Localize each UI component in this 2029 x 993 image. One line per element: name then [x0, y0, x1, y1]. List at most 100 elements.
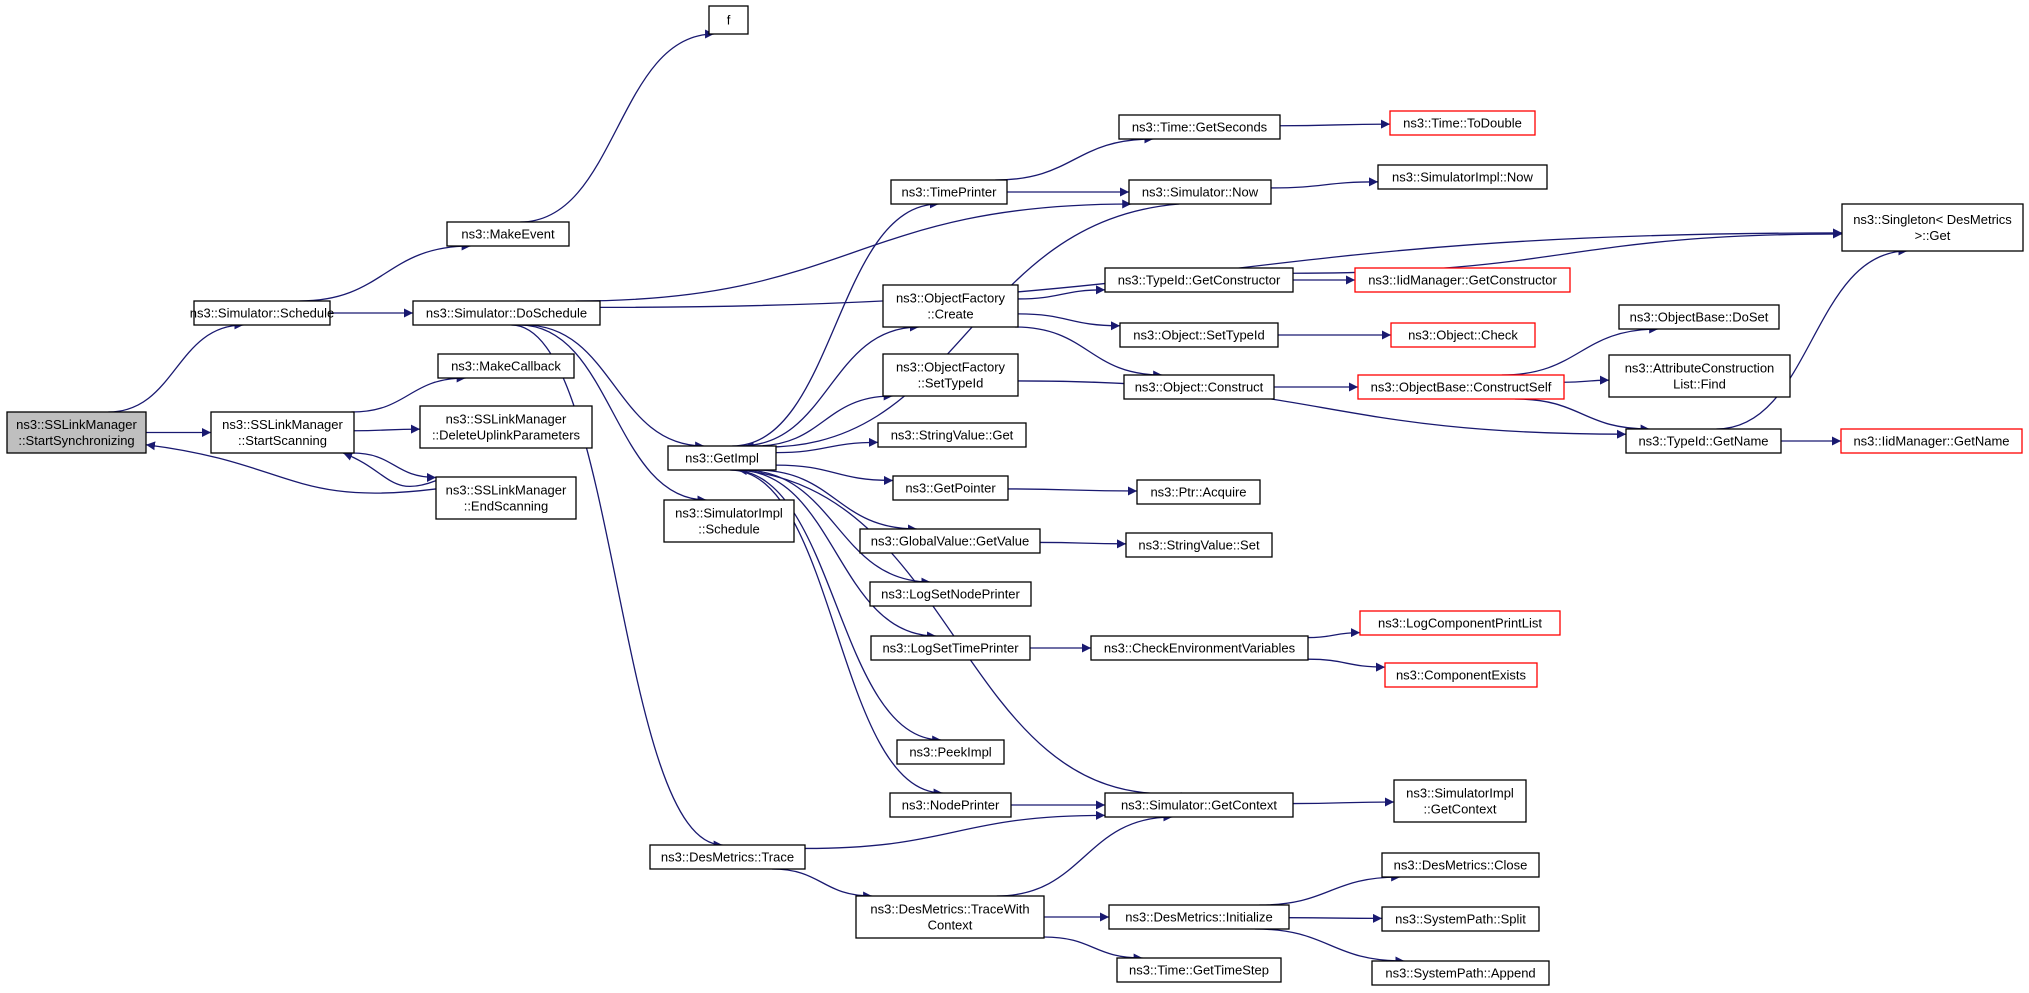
node-simimpl-schedule[interactable]: ns3::SimulatorImpl::Schedule — [663, 499, 795, 543]
node-typeid-getconstructor[interactable]: ns3::TypeId::GetConstructor — [1104, 267, 1294, 293]
edge-start_scanning-to-make_callback — [351, 373, 466, 413]
edge-typeid_getname-to-singleton_get — [1716, 246, 1908, 430]
edge-des_initialize-to-des_close — [1259, 872, 1401, 906]
edge-of_create-to-object_settypeid — [1017, 313, 1121, 331]
node-delete-uplink[interactable]: ns3::SSLinkManager::DeleteUplinkParamete… — [419, 405, 593, 449]
node-object-construct[interactable]: ns3::Object::Construct — [1123, 374, 1275, 400]
node-start-sync[interactable]: ns3::SSLinkManager::StartSynchronizing — [6, 411, 147, 454]
edge-time_printer-to-time_getseconds — [995, 134, 1154, 181]
node-get-pointer[interactable]: ns3::GetPointer — [892, 475, 1009, 501]
node-label: ns3::SimulatorImpl — [675, 506, 783, 521]
node-stringvalue-set[interactable]: ns3::StringValue::Set — [1125, 532, 1273, 558]
node-sim-getcontext[interactable]: ns3::Simulator::GetContext — [1104, 792, 1294, 818]
node-ob-constructself[interactable]: ns3::ObjectBase::ConstructSelf — [1357, 374, 1565, 400]
node-box — [1390, 322, 1536, 348]
node-label: ns3::MakeCallback — [451, 359, 561, 374]
node-time-getseconds[interactable]: ns3::Time::GetSeconds — [1118, 114, 1281, 140]
node-box — [1608, 354, 1791, 398]
edge-line — [744, 203, 1180, 452]
edge-line — [1270, 177, 1379, 189]
node-des-initialize[interactable]: ns3::DesMetrics::Initialize — [1108, 904, 1290, 930]
node-sim-now[interactable]: ns3::Simulator::Now — [1128, 179, 1272, 205]
edge-trace_with_context-to-time_gettimestep — [1043, 936, 1143, 963]
edge-get_impl-to-of_settypeid — [755, 391, 893, 447]
node-box — [1618, 304, 1780, 330]
node-label: ns3::Time::GetTimeStep — [1129, 963, 1269, 978]
node-label: ns3::TypeId::GetConstructor — [1118, 273, 1281, 288]
node-time-todouble[interactable]: ns3::Time::ToDouble — [1389, 110, 1536, 136]
node-schedule[interactable]: ns3::Simulator::Schedule — [190, 300, 335, 326]
edge-layer — [108, 29, 1908, 966]
node-des-close[interactable]: ns3::DesMetrics::Close — [1381, 852, 1540, 878]
node-box — [6, 411, 147, 454]
node-label: ns3::GlobalValue::GetValue — [871, 534, 1030, 549]
edge-start_scanning-to-delete_uplink — [353, 424, 421, 434]
node-of-settypeid[interactable]: ns3::ObjectFactory::SetTypeId — [882, 353, 1019, 397]
node-iid-getconstructor[interactable]: ns3::IidManager::GetConstructor — [1354, 267, 1571, 293]
node-object-check[interactable]: ns3::Object::Check — [1390, 322, 1536, 348]
node-box — [1125, 532, 1273, 558]
node-sp-append[interactable]: ns3::SystemPath::Append — [1371, 960, 1550, 986]
node-log-time-printer[interactable]: ns3::LogSetTimePrinter — [870, 635, 1031, 661]
edge-ob_constructself-to-ob_doset — [1501, 324, 1659, 376]
node-box — [859, 528, 1041, 554]
edge-line — [729, 469, 943, 798]
node-ptr-acquire[interactable]: ns3::Ptr::Acquire — [1136, 479, 1261, 505]
node-label: ns3::GetImpl — [685, 451, 759, 466]
node-label: ns3::ObjectBase::ConstructSelf — [1371, 380, 1552, 395]
node-start-scanning[interactable]: ns3::SSLinkManager::StartScanning — [210, 411, 355, 454]
edge-line — [775, 437, 879, 454]
node-box — [1625, 428, 1782, 454]
node-typeid-getname[interactable]: ns3::TypeId::GetName — [1625, 428, 1782, 454]
node-check-env[interactable]: ns3::CheckEnvironmentVariables — [1090, 635, 1309, 661]
node-des-trace[interactable]: ns3::DesMetrics::Trace — [649, 844, 806, 870]
edge-line — [299, 241, 471, 302]
node-time-gettimestep[interactable]: ns3::Time::GetTimeStep — [1116, 957, 1282, 983]
node-log-node-printer[interactable]: ns3::LogSetNodePrinter — [869, 581, 1032, 607]
node-f[interactable]: f — [708, 5, 749, 35]
node-iid-getname[interactable]: ns3::IidManager::GetName — [1840, 428, 2023, 454]
node-end-scanning[interactable]: ns3::SSLinkManager::EndScanning — [435, 476, 577, 520]
node-of-create[interactable]: ns3::ObjectFactory::Create — [882, 284, 1019, 328]
node-simimpl-getcontext[interactable]: ns3::SimulatorImpl::GetContext — [1393, 779, 1527, 823]
node-box — [1371, 960, 1550, 986]
node-time-printer[interactable]: ns3::TimePrinter — [890, 179, 1008, 205]
node-simimpl-now[interactable]: ns3::SimulatorImpl::Now — [1377, 164, 1548, 190]
edge-get_impl-to-time_printer — [732, 199, 939, 447]
edge-line — [755, 391, 893, 447]
edge-do_schedule-to-simimpl_schedule — [519, 324, 707, 505]
edge-line — [1288, 913, 1383, 923]
node-label: ns3::Simulator::Schedule — [190, 306, 335, 321]
node-label: ns3::Object::SetTypeId — [1133, 328, 1265, 343]
node-label: ns3::Ptr::Acquire — [1150, 485, 1246, 500]
node-do-schedule[interactable]: ns3::Simulator::DoSchedule — [412, 300, 601, 326]
node-label: ns3::Object::Check — [1408, 328, 1518, 343]
node-box — [412, 300, 601, 326]
edge-get_impl-to-log_time_printer — [736, 469, 937, 641]
node-ob-doset[interactable]: ns3::ObjectBase::DoSet — [1618, 304, 1780, 330]
node-stringvalue-get[interactable]: ns3::StringValue::Get — [877, 422, 1027, 448]
node-peek-impl[interactable]: ns3::PeekImpl — [896, 739, 1005, 765]
node-make-callback[interactable]: ns3::MakeCallback — [437, 353, 575, 379]
node-sp-split[interactable]: ns3::SystemPath::Split — [1381, 906, 1540, 932]
node-component-exists[interactable]: ns3::ComponentExists — [1384, 662, 1538, 688]
node-singleton-get[interactable]: ns3::Singleton< DesMetrics >::Get — [1841, 203, 2024, 252]
node-box — [435, 476, 577, 520]
edge-check_env-to-component_exists — [1307, 658, 1386, 672]
edge-sim_now-to-get_impl — [744, 203, 1180, 452]
node-label: ns3::GetPointer — [905, 481, 996, 496]
node-make-event[interactable]: ns3::MakeEvent — [446, 221, 570, 247]
node-label: ns3::ObjectFactory — [896, 291, 1006, 306]
edge-make_event-to-f — [520, 29, 715, 223]
node-label: ns3::Object::Construct — [1135, 380, 1264, 395]
node-node-printer[interactable]: ns3::NodePrinter — [889, 792, 1012, 818]
node-object-settypeid[interactable]: ns3::Object::SetTypeId — [1119, 322, 1279, 348]
edge-line — [1716, 246, 1908, 430]
node-get-impl[interactable]: ns3::GetImpl — [667, 445, 777, 471]
node-gv-getvalue[interactable]: ns3::GlobalValue::GetValue — [859, 528, 1041, 554]
node-log-component-printlist[interactable]: ns3::LogComponentPrintList — [1359, 610, 1561, 636]
edge-line — [771, 868, 873, 901]
edge-des_initialize-to-sp_append — [1255, 928, 1405, 966]
